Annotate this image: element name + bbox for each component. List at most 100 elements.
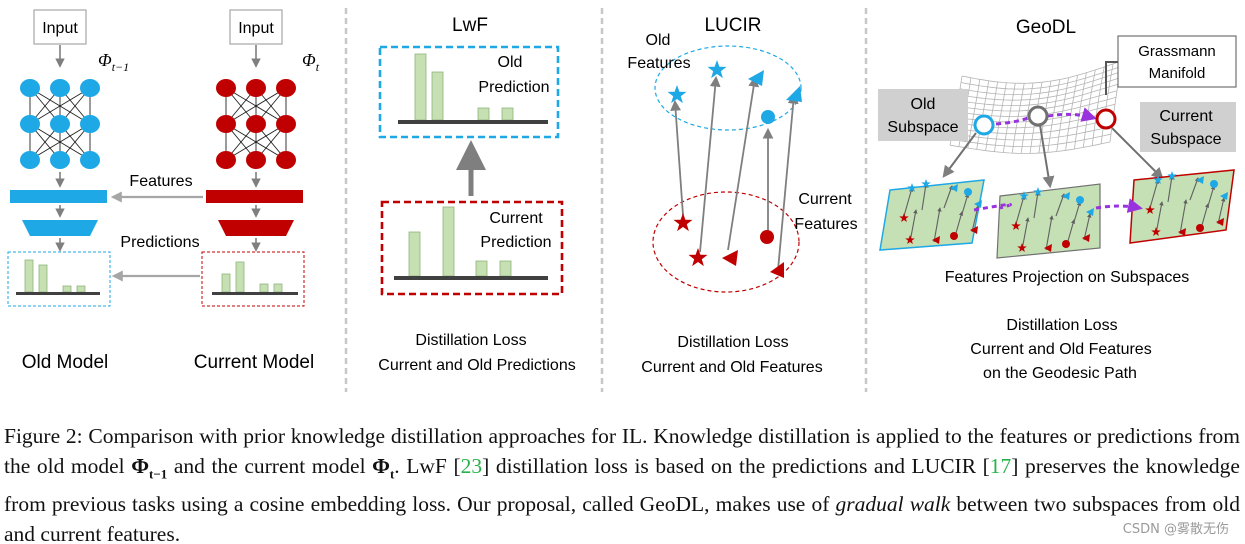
old-triangle-marker — [1062, 192, 1070, 200]
current-input-label: Input — [238, 20, 274, 37]
old-features-bar — [10, 190, 107, 203]
neuron-node — [80, 151, 100, 169]
manifold-label-2: Manifold — [1149, 65, 1206, 82]
neuron-node — [50, 151, 70, 169]
old-triangle-marker — [748, 70, 764, 86]
projection-arrow-old — [942, 132, 977, 178]
current-triangle-marker — [932, 236, 940, 244]
neuron-node — [246, 79, 266, 97]
current-model-label: Current Model — [194, 352, 314, 373]
neuron-node — [50, 79, 70, 97]
current-input-box — [229, 9, 283, 45]
old-star-marker — [907, 183, 917, 192]
current-subspace-plane — [1129, 169, 1235, 244]
panel-models: Input Φt−1 Old Model Input Φt — [7, 9, 320, 373]
projection-arrow-mid — [1039, 124, 1055, 189]
lucir-loss-line-1: Distillation Loss — [677, 334, 788, 351]
neuron-node — [216, 151, 236, 169]
projection-label: Features Projection on Subspaces — [945, 269, 1190, 286]
lwf-old-label-2: Prediction — [478, 79, 549, 96]
neuron-node — [20, 115, 40, 133]
old-circle-marker — [761, 110, 775, 124]
lwf-loss-line-2: Current and Old Predictions — [378, 357, 575, 374]
lucir-old-ellipse — [654, 45, 802, 131]
lucir-current-features-1: Current — [798, 191, 852, 208]
manifold-callout-line — [1105, 61, 1118, 95]
current-features-bar — [206, 190, 303, 203]
old-classifier-shape — [22, 220, 98, 236]
predictions-label: Predictions — [120, 234, 199, 251]
neuron-node — [80, 79, 100, 97]
current-phi-symbol: Φt — [302, 50, 320, 74]
neuron-node — [20, 79, 40, 97]
old-prediction-box — [7, 251, 111, 307]
panel-geodl: GeoDL Grassmann Manifold Old Subspace Cu… — [878, 17, 1237, 382]
lwf-current-label-1: Current — [489, 210, 543, 227]
panel-lucir: LUCIR Old Features Current Features — [627, 15, 857, 376]
lucir-feature-links — [670, 75, 799, 271]
lucir-current-markers — [673, 213, 784, 278]
geodl-title: GeoDL — [1016, 17, 1076, 38]
current-circle-marker — [1062, 240, 1070, 248]
plane-path-2 — [1095, 198, 1143, 214]
current-star-marker — [1145, 205, 1155, 214]
neuron-node — [216, 79, 236, 97]
current-prediction-box — [201, 251, 305, 307]
old-circle-marker — [1076, 196, 1084, 204]
old-triangle-marker — [1196, 176, 1204, 184]
current-subspace-point — [1095, 108, 1117, 130]
old-triangle-marker — [1220, 192, 1228, 200]
lucir-current-features-2: Features — [794, 216, 857, 233]
neuron-node — [246, 115, 266, 133]
old-star-marker — [1167, 171, 1177, 180]
neuron-node — [50, 115, 70, 133]
old-triangle-marker — [1086, 208, 1094, 216]
old-circle-marker — [1210, 180, 1218, 188]
geodesic-path-1 — [995, 116, 1029, 126]
old-input-box — [33, 9, 87, 45]
watermark: CSDN @雾散无伤 — [1122, 522, 1229, 537]
reference-link-23[interactable]: 23 — [460, 454, 483, 478]
current-subspace-label-box — [1140, 102, 1236, 152]
old-subspace-plane — [879, 179, 985, 251]
current-triangle-marker — [1082, 234, 1090, 242]
geodl-loss-line-2: Current and Old Features — [970, 341, 1151, 358]
current-circle-marker — [760, 230, 774, 244]
lwf-current-prediction-box — [380, 200, 564, 296]
old-star-marker — [1019, 191, 1029, 200]
reference-link-17[interactable]: 17 — [989, 454, 1012, 478]
projection-arrow-current — [1111, 127, 1164, 180]
current-star-marker — [1151, 227, 1161, 236]
neuron-node — [276, 151, 296, 169]
lucir-old-markers — [667, 60, 802, 124]
lwf-old-prediction-box — [378, 45, 560, 139]
lwf-old-label-1: Old — [498, 54, 523, 71]
current-triangle-marker — [1044, 244, 1052, 252]
old-subspace-label-2: Subspace — [887, 119, 958, 136]
current-triangle-marker — [722, 250, 738, 266]
current-star-marker — [688, 248, 708, 267]
current-classifier-shape — [218, 220, 294, 236]
neuron-node — [276, 79, 296, 97]
old-star-marker — [921, 179, 931, 188]
old-prediction-bars — [16, 259, 100, 295]
lucir-old-features-1: Old — [646, 32, 671, 49]
old-subspace-label-box — [878, 89, 968, 141]
current-star-marker — [905, 235, 915, 244]
intermediate-subspace-point — [1027, 105, 1049, 127]
old-triangle-marker — [950, 184, 958, 192]
lucir-loss-line-2: Current and Old Features — [641, 359, 822, 376]
neuron-node — [246, 151, 266, 169]
old-input-label: Input — [42, 20, 78, 37]
lwf-title: LwF — [452, 15, 488, 36]
old-star-marker — [707, 60, 727, 79]
old-triangle-marker — [786, 86, 802, 102]
lwf-current-bars — [394, 206, 548, 280]
current-circle-marker — [950, 232, 958, 240]
neuron-node — [80, 115, 100, 133]
old-model-label: Old Model — [22, 352, 109, 373]
old-phi-symbol: Φt−1 — [98, 50, 129, 74]
old-star-marker — [667, 85, 687, 104]
old-star-marker — [1033, 187, 1043, 196]
geodl-loss-line-1: Distillation Loss — [1006, 317, 1117, 334]
